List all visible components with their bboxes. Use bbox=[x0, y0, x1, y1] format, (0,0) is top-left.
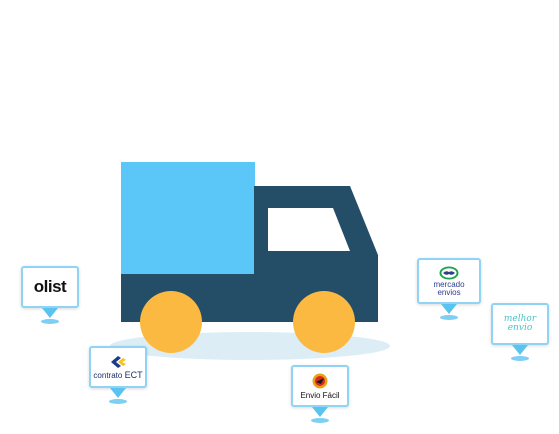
mercado-envios-label: mercado envios bbox=[433, 279, 465, 297]
olist-logo: olist bbox=[33, 277, 67, 296]
truck-front-wheel bbox=[293, 291, 355, 353]
envio-facil-logo-icon bbox=[312, 373, 328, 388]
contrato-ect-badge: contrato ECT bbox=[89, 346, 147, 388]
olist-badge: olist bbox=[21, 266, 79, 308]
truck-cargo-box bbox=[121, 162, 255, 274]
mercado-envios-handshake-icon bbox=[439, 266, 459, 279]
envio-facil-badge: Envio Fácil bbox=[291, 365, 349, 407]
melhor-envio-logo: melhor envio bbox=[503, 314, 537, 333]
contrato-ect-label: contrato ECT bbox=[93, 369, 143, 380]
mercado-envios-badge: mercado envios bbox=[417, 258, 481, 304]
truck-rear-wheel bbox=[140, 291, 202, 353]
envio-facil-label: Envio Fácil bbox=[300, 390, 340, 400]
correios-logo-icon bbox=[111, 355, 126, 368]
melhor-envio-badge: melhor envio bbox=[491, 303, 549, 345]
truck-window bbox=[268, 208, 350, 251]
